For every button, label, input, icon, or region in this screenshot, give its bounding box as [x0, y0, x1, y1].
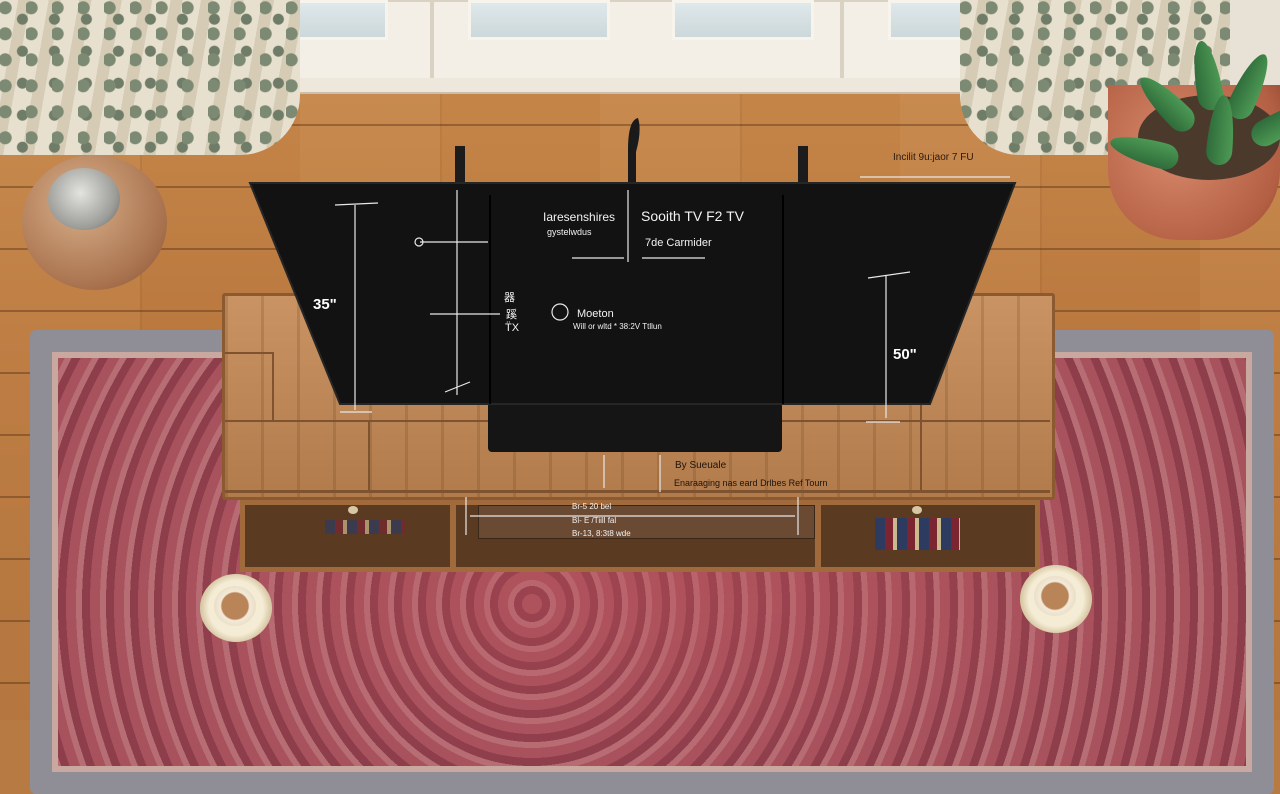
- tv-panel: [250, 183, 1015, 404]
- stand-label-title: By Sueuale: [675, 460, 726, 471]
- glyph-label: 蹊: [506, 306, 517, 322]
- mount-bracket-right: [798, 146, 808, 186]
- tv-subtitle-right: 7de Carmider: [645, 237, 712, 249]
- glyph-label: 器: [504, 292, 515, 305]
- stand-spec: Br-5 20 bel: [572, 502, 611, 511]
- tv-stand-base: [488, 402, 782, 452]
- tv-graphic: [0, 0, 1280, 720]
- tv-title-left: Iaresenshires: [543, 210, 615, 224]
- glyph-label: T̈X: [505, 322, 519, 334]
- cable-icon: [628, 118, 640, 188]
- center-label: Moeton: [577, 308, 614, 320]
- size-label-50: 50": [893, 346, 917, 363]
- mount-bracket-left: [455, 146, 465, 186]
- size-label-35: 35": [313, 296, 337, 313]
- stand-spec: Bl- E /Tiill fal: [572, 516, 616, 525]
- tv-title-right: Sooith TV F2 TV: [641, 208, 744, 224]
- center-sublabel: Will or wltd * 38:2V Ttllun: [573, 322, 662, 331]
- stand-spec: Br-13, 8:3t8 wde: [572, 529, 631, 538]
- tv-subtitle-left: gystelwdus: [547, 227, 592, 237]
- stand-label-desc: Enaraaging nas eard Drlbes Ref Tourn: [674, 478, 827, 488]
- top-right-note: Incilit 9u:jaor 7 FU: [893, 152, 974, 163]
